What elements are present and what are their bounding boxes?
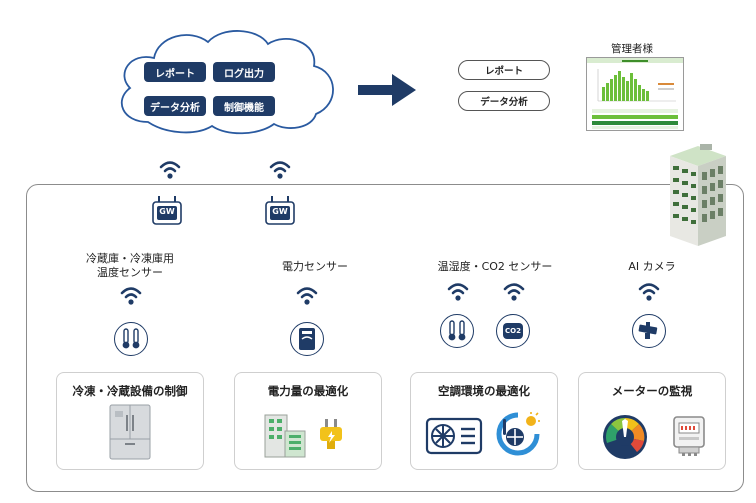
camera-sensor-label: AI カメラ [628, 260, 676, 273]
thermometer-icon [440, 314, 474, 348]
power-sensor-label: 電力センサー [282, 260, 348, 273]
building-icon [670, 144, 726, 246]
electric-meter-icon [673, 416, 705, 456]
cloud-report-button[interactable]: レポート [144, 62, 206, 82]
right-arrow-icon [358, 74, 416, 106]
camera-icon [632, 314, 666, 348]
gateway-icon: GW [150, 193, 184, 227]
card-title: 空調環境の最適化 [438, 384, 530, 398]
wifi-icon [638, 283, 660, 301]
card-title: メーターの監視 [611, 384, 693, 398]
cloud-log-output-button[interactable]: ログ出力 [213, 62, 275, 82]
admin-label: 管理者様 [611, 43, 653, 55]
gauge-icon [603, 415, 647, 459]
gateway-icon: GW [263, 193, 297, 227]
co2-sensor-icon: CO2 [496, 314, 530, 348]
admin-data-analysis-button[interactable]: データ分析 [458, 91, 550, 111]
card-title: 冷凍・冷蔵設備の制御 [72, 384, 188, 398]
climate-fan-icon [496, 412, 540, 456]
wifi-icon [269, 161, 291, 179]
power-meter-icon [290, 322, 324, 356]
cloud-data-analysis-button[interactable]: データ分析 [144, 96, 206, 116]
wifi-icon [159, 161, 181, 179]
meter-monitoring-card: メーターの監視 [578, 372, 726, 470]
wifi-icon [503, 283, 525, 301]
site-panel [26, 184, 744, 492]
plug-icon [320, 419, 342, 449]
gateway-label: GW [272, 207, 288, 216]
wifi-icon [296, 287, 318, 305]
wifi-icon [447, 283, 469, 301]
gateway-label: GW [159, 207, 175, 216]
card-title: 電力量の最適化 [267, 384, 349, 398]
wifi-icon [120, 287, 142, 305]
refrigerator-icon [109, 404, 151, 460]
admin-report-button[interactable]: レポート [458, 60, 550, 80]
air-conditioner-icon [425, 417, 483, 455]
climate-sensor-label: 温湿度・CO2 センサー [437, 260, 553, 273]
co2-badge: CO2 [503, 323, 523, 339]
thermometer-icon [114, 322, 148, 356]
admin-dashboard-thumbnail [586, 57, 684, 131]
power-optimization-card: 電力量の最適化 [234, 372, 382, 470]
fridge-sensor-label: 冷蔵庫・冷凍庫用 温度センサー [86, 252, 174, 279]
cloud-control-button[interactable]: 制御機能 [213, 96, 275, 116]
refrigeration-control-card: 冷凍・冷蔵設備の制御 [56, 372, 204, 470]
building-small-icon [264, 414, 306, 458]
hvac-optimization-card: 空調環境の最適化 [410, 372, 558, 470]
